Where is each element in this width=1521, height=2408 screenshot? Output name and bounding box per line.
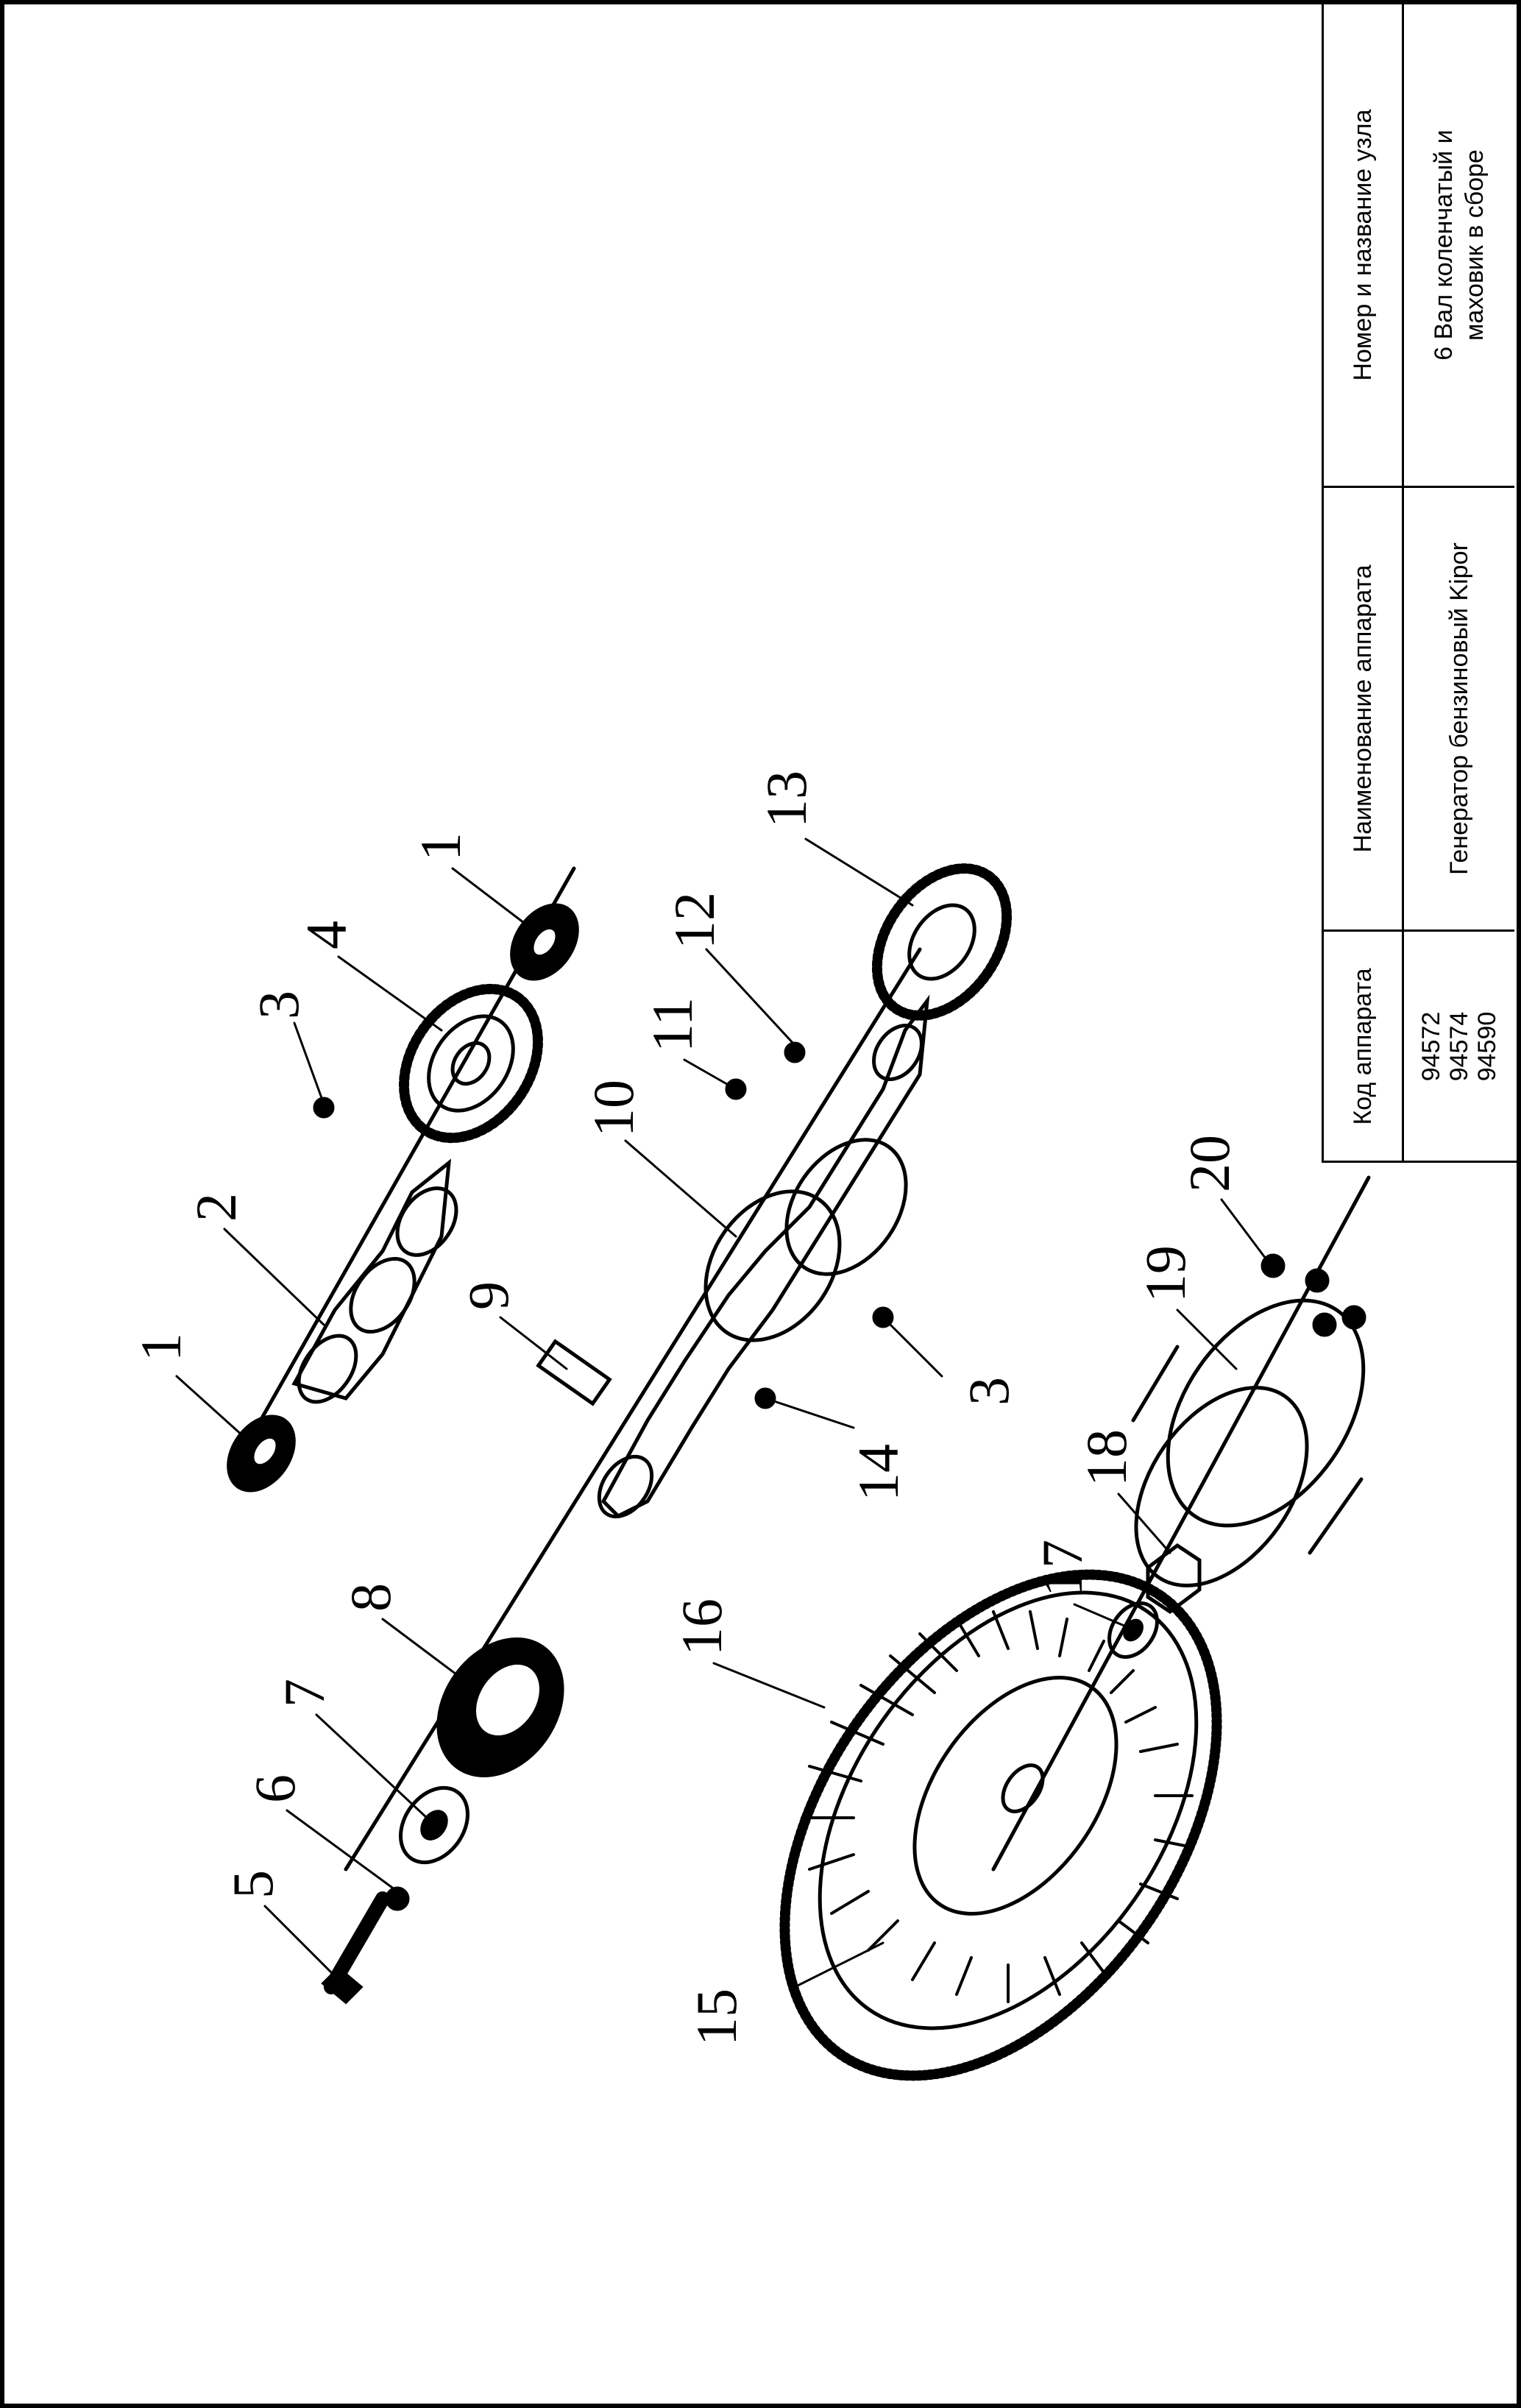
leader-lines	[175, 838, 1267, 1989]
unit-row: Номер и название узла 6 Вал коленчатый и…	[1324, 4, 1514, 488]
camshaft-2	[291, 1158, 458, 1404]
callout-6: 6	[243, 1774, 307, 1803]
unit-value-line1: 6 Вал коленчатый и	[1430, 130, 1458, 361]
code-value-2: 94574	[1445, 1011, 1473, 1081]
bolts-20	[1261, 1253, 1366, 1337]
title-block: Номер и название узла 6 Вал коленчатый и…	[1322, 4, 1517, 1163]
crankshaft-10	[597, 994, 930, 1519]
cam-gear-4	[399, 983, 543, 1144]
unit-header-cell: Номер и название узла	[1324, 4, 1402, 486]
callout-1-left: 1	[129, 1333, 193, 1361]
callout-20: 20	[1177, 1135, 1241, 1192]
bolt-5	[321, 1891, 390, 2005]
callout-13: 13	[754, 771, 818, 828]
callout-14: 14	[846, 1444, 910, 1501]
callout-2: 2	[184, 1193, 248, 1222]
code-header: Код аппарата	[1349, 967, 1377, 1125]
bearing-1-left	[227, 1414, 296, 1492]
callout-19: 19	[1133, 1245, 1197, 1303]
callout-7: 7	[272, 1679, 336, 1707]
callout-18: 18	[1074, 1429, 1138, 1487]
nut-18	[1146, 1543, 1202, 1615]
name-value-cell: Генератор бензиновый Kipor	[1404, 488, 1514, 929]
fan-blades-16	[801, 1610, 1194, 2003]
bearing-1-right	[510, 903, 579, 981]
callout-3-lower: 3	[957, 1377, 1021, 1406]
code-header-cell: Код аппарата	[1324, 932, 1402, 1161]
bearing-8	[436, 1637, 564, 1778]
washer-6	[385, 1886, 410, 1911]
crank-gear-13	[871, 863, 1013, 1021]
washer-17	[1107, 1601, 1159, 1659]
unit-value-cell: 6 Вал коленчатый и маховик в сборе	[1404, 4, 1514, 486]
unit-value: 6 Вал коленчатый и маховик в сборе	[1428, 130, 1490, 361]
code-row: Код аппарата 94572 94574 94590	[1324, 932, 1514, 1161]
callout-9: 9	[456, 1281, 520, 1310]
name-row: Наименование аппарата Генератор бензинов…	[1324, 488, 1514, 932]
flywheel-15	[779, 1569, 1222, 2081]
pin-12	[784, 1041, 806, 1063]
callout-1-right: 1	[408, 832, 472, 861]
callout-12: 12	[662, 892, 726, 949]
name-value: Генератор бензиновый Kipor	[1445, 542, 1473, 875]
flywheel-axis-line	[991, 1175, 1371, 1871]
unit-value-line2: маховик в сборе	[1461, 149, 1489, 341]
key-9	[536, 1339, 612, 1406]
callout-4: 4	[294, 921, 358, 949]
callout-10: 10	[581, 1080, 645, 1137]
callout-16: 16	[670, 1598, 734, 1656]
callout-8: 8	[338, 1583, 403, 1612]
callout-17: 17	[1030, 1540, 1094, 1597]
pin-3-upper	[313, 1097, 335, 1119]
callout-3-upper: 3	[247, 991, 311, 1019]
code-value-1: 94572	[1417, 1011, 1445, 1081]
starter-cup-19	[1131, 1298, 1366, 1587]
callout-15: 15	[684, 1989, 748, 2046]
code-value-3: 94590	[1473, 1011, 1501, 1081]
code-value-cell: 94572 94574 94590	[1404, 932, 1514, 1161]
unit-header: Номер и название узла	[1349, 109, 1377, 381]
title-block-column-divider	[1402, 4, 1404, 1161]
washer-7	[399, 1785, 469, 1865]
callout-5: 5	[221, 1870, 285, 1899]
code-values: 94572 94574 94590	[1417, 1011, 1501, 1081]
name-header-cell: Наименование аппарата	[1324, 488, 1402, 929]
name-header: Наименование аппарата	[1349, 564, 1377, 853]
callout-11: 11	[640, 997, 704, 1052]
